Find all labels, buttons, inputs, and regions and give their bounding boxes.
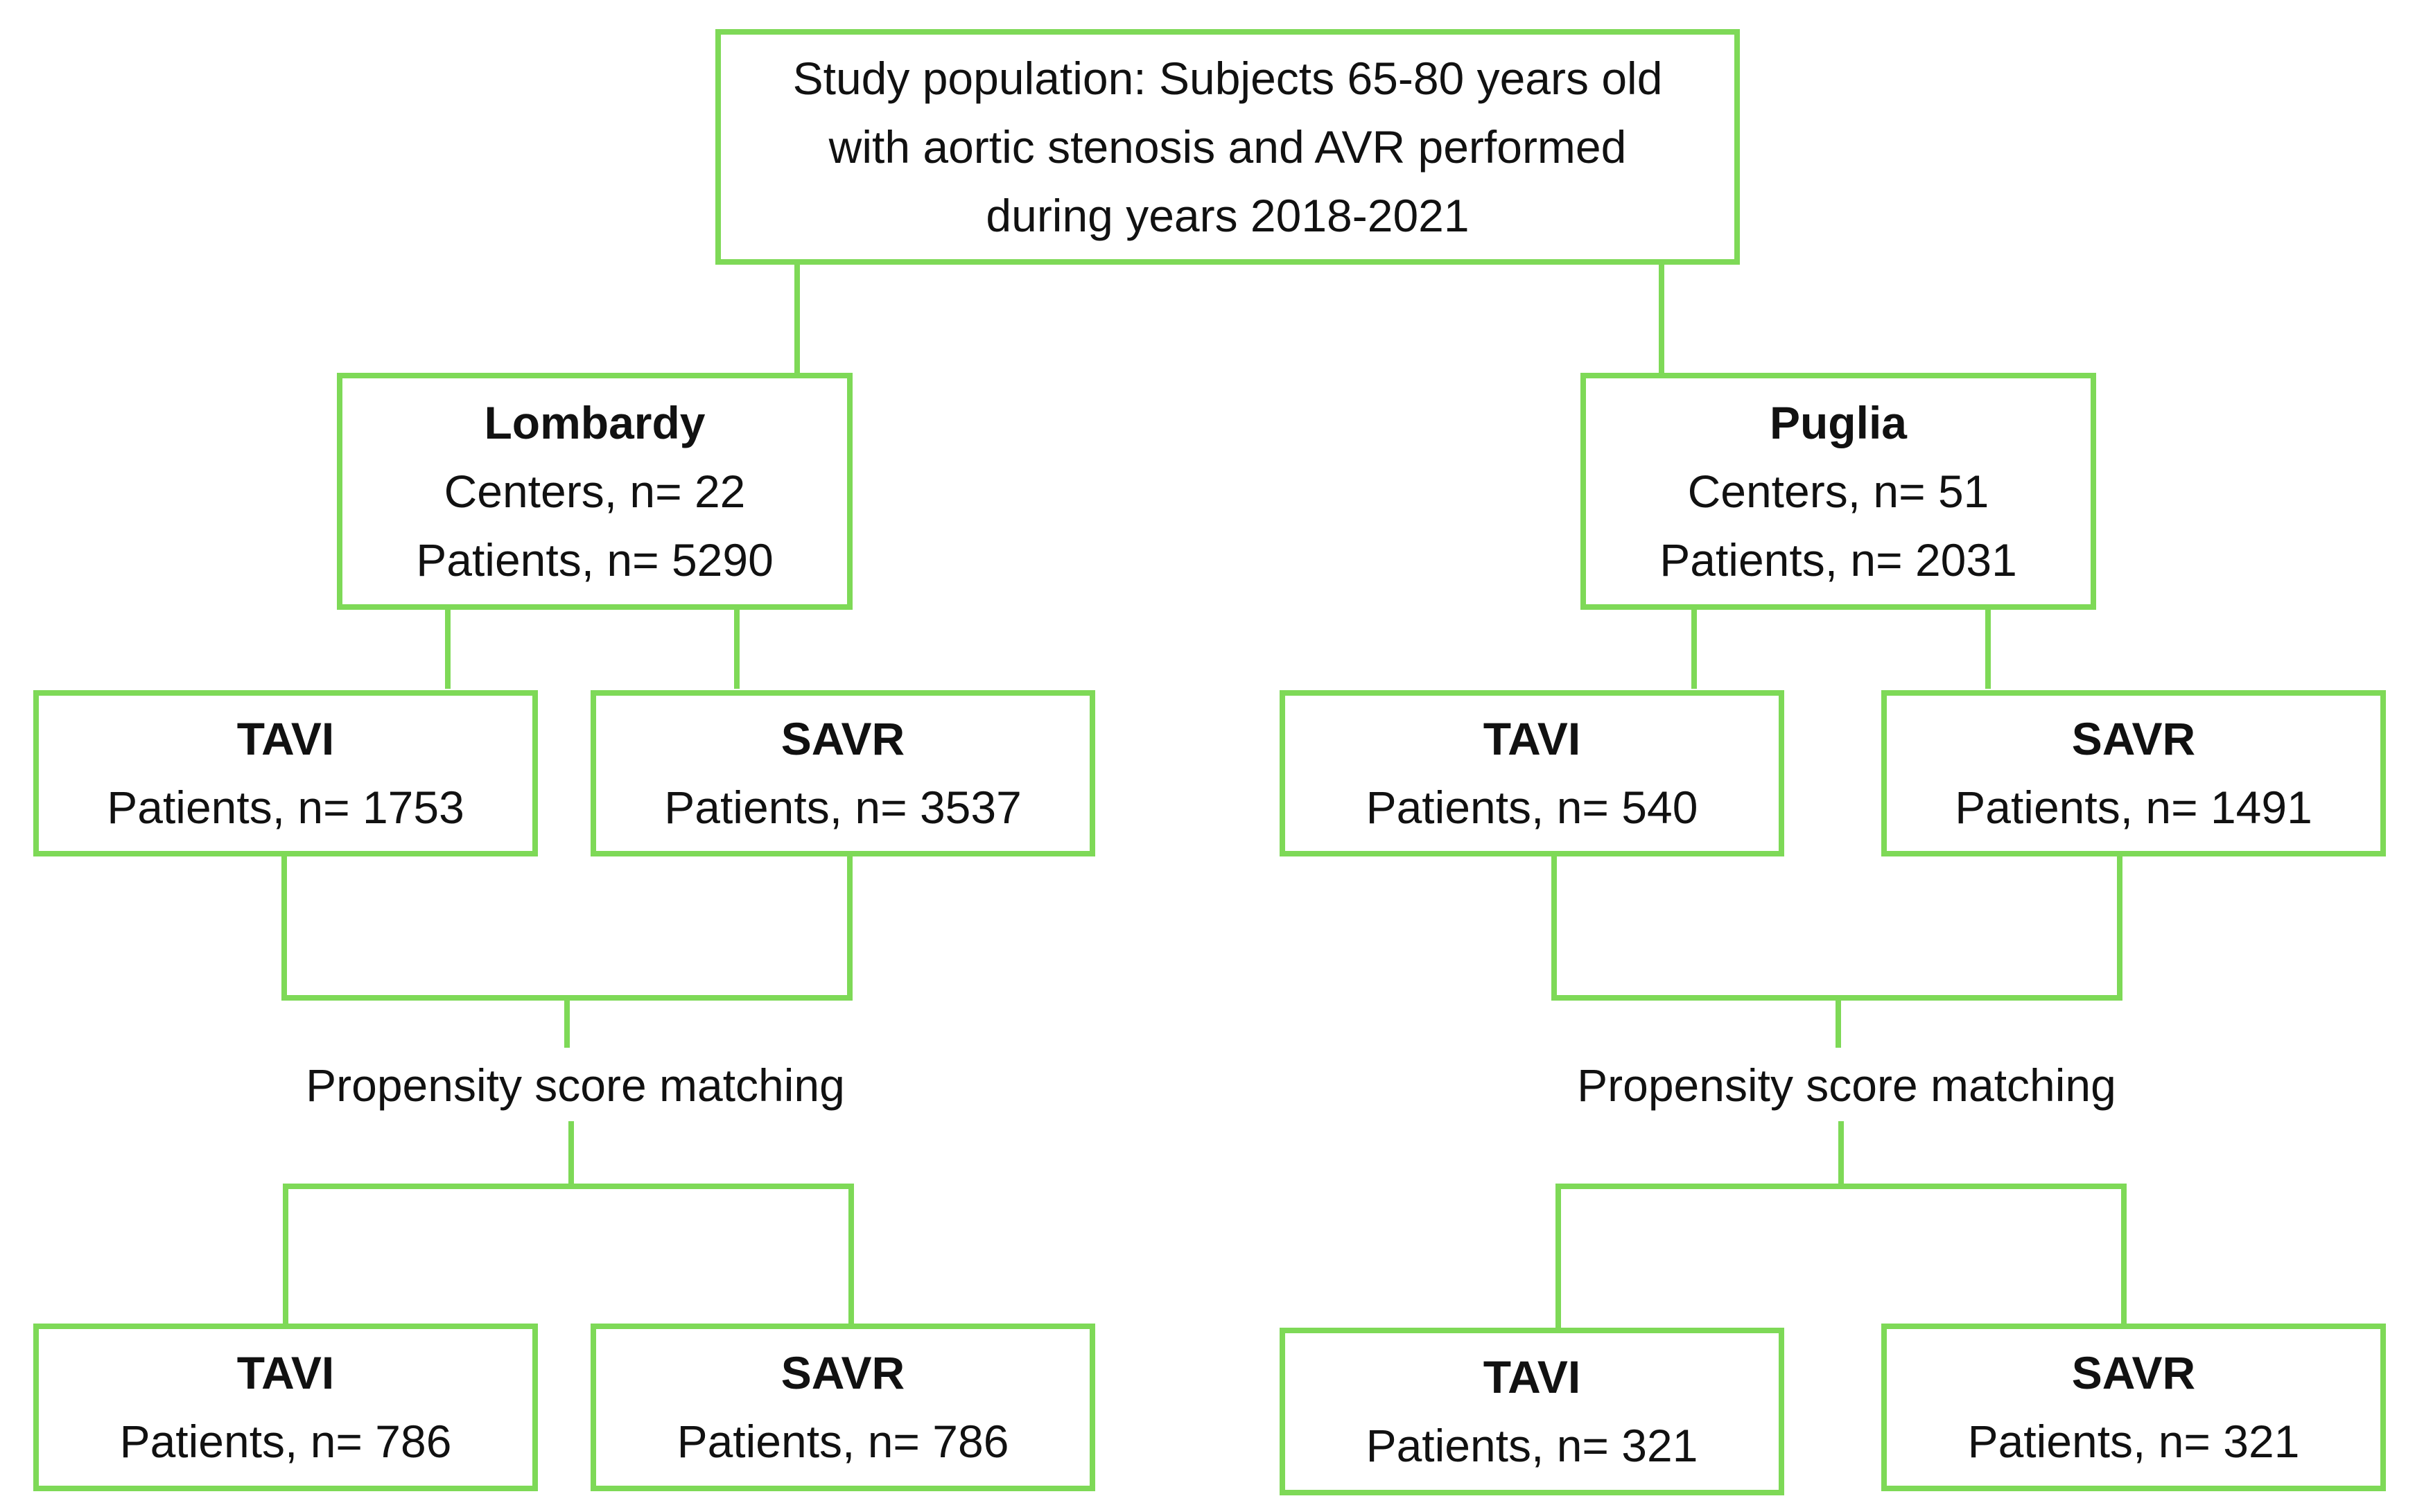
lombardy-title: Lombardy <box>484 396 706 448</box>
connector-lombardy-merge <box>281 851 853 1001</box>
lombardy-savr-patients: Patients, n= 3537 <box>664 782 1022 833</box>
lombardy-matching-label: Propensity score matching <box>250 1059 901 1111</box>
puglia-matched-tavi-node: TAVI Patients, n= 321 <box>1280 1328 1784 1495</box>
lombardy-matched-savr-patients: Patients, n= 786 <box>677 1416 1009 1467</box>
lombardy-tavi-patients: Patients, n= 1753 <box>107 782 464 833</box>
lombardy-centers: Centers, n= 22 <box>444 465 746 517</box>
puglia-tavi-title: TAVI <box>1483 713 1581 764</box>
puglia-matched-savr-node: SAVR Patients, n= 321 <box>1881 1324 2386 1491</box>
puglia-matched-tavi-title: TAVI <box>1483 1351 1581 1403</box>
puglia-patients: Patients, n= 2031 <box>1659 534 2017 586</box>
connector-puglia-split <box>1555 1184 2127 1330</box>
puglia-savr-title: SAVR <box>2071 713 2196 764</box>
puglia-matching-label: Propensity score matching <box>1521 1059 2172 1111</box>
lombardy-matched-tavi-patients: Patients, n= 786 <box>119 1416 452 1467</box>
connector-lombardy-split <box>283 1184 854 1330</box>
lombardy-savr-node: SAVR Patients, n= 3537 <box>591 690 1095 856</box>
puglia-tavi-node: TAVI Patients, n= 540 <box>1280 690 1784 856</box>
puglia-savr-patients: Patients, n= 1491 <box>1955 782 2312 833</box>
lombardy-matched-tavi-node: TAVI Patients, n= 786 <box>33 1324 538 1491</box>
lombardy-tavi-title: TAVI <box>236 713 335 764</box>
puglia-node: Puglia Centers, n= 51 Patients, n= 2031 <box>1580 373 2096 610</box>
lombardy-matched-savr-node: SAVR Patients, n= 786 <box>591 1324 1095 1491</box>
lombardy-patients: Patients, n= 5290 <box>416 534 774 586</box>
puglia-centers: Centers, n= 51 <box>1687 465 1989 517</box>
puglia-tavi-patients: Patients, n= 540 <box>1366 782 1698 833</box>
puglia-matched-savr-patients: Patients, n= 321 <box>1967 1416 2300 1467</box>
puglia-matched-savr-title: SAVR <box>2071 1347 2196 1398</box>
lombardy-matched-savr-title: SAVR <box>781 1347 905 1398</box>
root-node: Study population: Subjects 65-80 years o… <box>715 29 1740 265</box>
connector-puglia-merge <box>1551 855 2122 1001</box>
root-text: Study population: Subjects 65-80 years o… <box>792 52 1663 241</box>
puglia-savr-node: SAVR Patients, n= 1491 <box>1881 690 2386 856</box>
puglia-matched-tavi-patients: Patients, n= 321 <box>1366 1420 1698 1471</box>
lombardy-savr-title: SAVR <box>781 713 905 764</box>
lombardy-matched-tavi-title: TAVI <box>236 1347 335 1398</box>
lombardy-tavi-node: TAVI Patients, n= 1753 <box>33 690 538 856</box>
lombardy-node: Lombardy Centers, n= 22 Patients, n= 529… <box>337 373 853 610</box>
puglia-title: Puglia <box>1769 396 1908 448</box>
